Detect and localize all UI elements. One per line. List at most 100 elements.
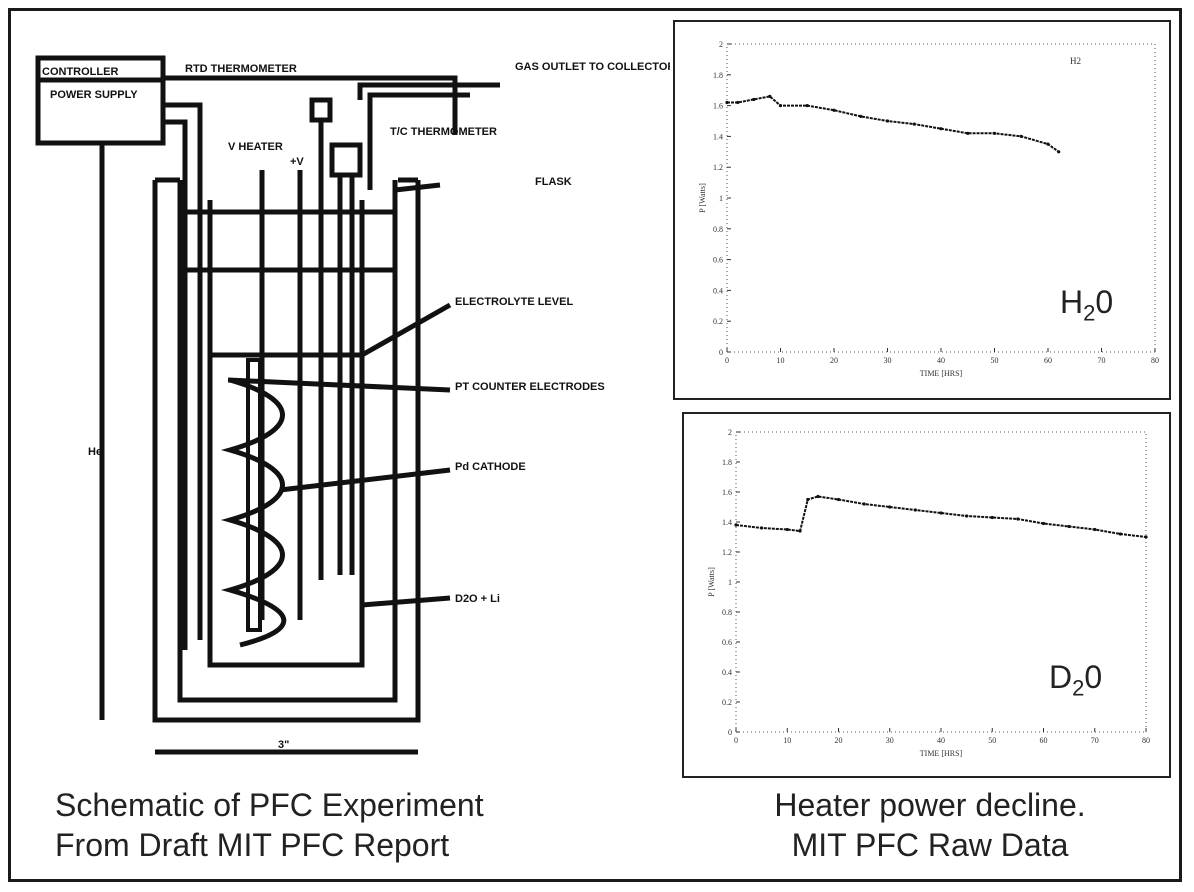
d2o-y-tick-label: 1.2 xyxy=(722,548,732,557)
h2o-data-point xyxy=(966,131,970,135)
h2o-data-point xyxy=(939,127,943,131)
d2o-x-tick-label: 70 xyxy=(1091,736,1099,745)
d2o-data-point xyxy=(888,505,892,509)
h2o-data-point xyxy=(1057,150,1061,154)
d2o-data-point xyxy=(939,511,943,515)
d2o-data-point xyxy=(806,497,810,502)
d2o-x-tick-label: 60 xyxy=(1040,736,1048,745)
h2o-data-point xyxy=(725,100,729,105)
d2o-y-tick-label: 2 xyxy=(728,428,732,437)
h2o-x-tick-label: 20 xyxy=(830,356,838,365)
d2o-y-tick-label: 0.2 xyxy=(722,698,732,707)
h2o-chart: 0 10 20 30 40 50 60 70 80 0 0.2 0.4 0.6 0.8 1 1.2 1.4 1.6… xyxy=(698,40,1159,378)
d2o-y-tick-label: 0.6 xyxy=(722,638,732,647)
d2o-x-tick-label: 10 xyxy=(783,736,791,745)
h2o-data-point xyxy=(1046,142,1050,146)
d2o-y-tick-label: 0 xyxy=(728,728,732,737)
h2o-data-point xyxy=(832,108,836,112)
h2o-label: H20 xyxy=(1060,284,1114,326)
h2o-x-tick-label: 10 xyxy=(777,356,785,365)
d2o-data-point xyxy=(990,515,994,520)
d2o-data-point xyxy=(785,527,789,532)
left-caption: Schematic of PFC Experiment From Draft M… xyxy=(55,785,484,865)
label-power-supply: POWER SUPPLY xyxy=(50,89,138,101)
h2o-x-axis-label: TIME [HRS] xyxy=(920,369,963,378)
d2o-x-tick-label: 20 xyxy=(835,736,843,745)
h2o-data-point xyxy=(859,114,863,118)
label-v-heater: V HEATER xyxy=(228,141,283,153)
pt-coil xyxy=(220,377,287,648)
label-controller: CONTROLLER xyxy=(42,66,118,78)
h2o-data-point xyxy=(885,119,890,123)
h2o-series-line xyxy=(727,95,1060,153)
label-tc: T/C THERMOMETER xyxy=(390,126,497,138)
h2o-data-point xyxy=(912,122,916,126)
h2o-x-tick-label: 70 xyxy=(1098,356,1106,365)
d2o-data-point xyxy=(798,529,802,533)
label-dimension: 3" xyxy=(278,739,289,751)
label-electrolyte: ELECTROLYTE LEVEL xyxy=(455,296,573,308)
right-caption-line2: MIT PFC Raw Data xyxy=(791,827,1069,863)
h2o-y-tick-label: 0.6 xyxy=(713,256,723,265)
h2o-y-tick-label: 0.2 xyxy=(713,317,723,326)
h2o-x-tick-label: 0 xyxy=(725,356,729,365)
h2o-x-tick-label: 40 xyxy=(937,356,945,365)
label-he: He xyxy=(88,446,102,458)
d2o-series-line xyxy=(735,495,1147,538)
label-flask: FLASK xyxy=(535,176,572,188)
h2o-y-axis-label: P [Watts] xyxy=(698,183,707,213)
d2o-data-point xyxy=(1093,527,1097,532)
h2o-data-point xyxy=(736,100,740,105)
d2o-x-tick-label: 30 xyxy=(886,736,894,745)
d2o-data-point xyxy=(1118,532,1122,536)
h2o-y-tick-label: 1.6 xyxy=(713,102,723,111)
h2o-y-tick-label: 0.4 xyxy=(713,286,723,295)
pfc-schematic: CONTROLLER POWER SUPPLY RTD THERMOMETER … xyxy=(35,55,670,755)
d2o-y-tick-label: 1.6 xyxy=(722,488,732,497)
label-d2o-li: D2O + Li xyxy=(455,593,500,605)
d2o-data-point xyxy=(1016,517,1020,521)
h2o-y-tick-label: 1.2 xyxy=(713,163,723,172)
d2o-data-point xyxy=(1041,521,1046,526)
h2o-x-tick-label: 60 xyxy=(1044,356,1052,365)
h2o-x-tick-label: 80 xyxy=(1151,356,1159,365)
d2o-data-point xyxy=(965,514,969,518)
d2o-data-point xyxy=(816,494,820,499)
d2o-x-tick-label: 0 xyxy=(734,736,738,745)
h2o-y-tick-label: 0.8 xyxy=(713,225,723,234)
d2o-data-point xyxy=(760,526,764,530)
d2o-x-axis-label: TIME [HRS] xyxy=(920,749,963,758)
d2o-y-axis-label: P [Watts] xyxy=(707,567,716,597)
label-rtd: RTD THERMOMETER xyxy=(185,63,297,75)
h2o-data-point xyxy=(1019,134,1023,138)
h2o-x-tick-label: 50 xyxy=(991,356,999,365)
d2o-data-point xyxy=(913,508,917,512)
h2o-x-tick-label: 30 xyxy=(884,356,892,365)
d2o-x-tick-label: 80 xyxy=(1142,736,1150,745)
h2o-data-point xyxy=(768,94,772,98)
d2o-data-point xyxy=(836,497,841,502)
d2o-label: D20 xyxy=(1049,659,1103,701)
d2o-data-point xyxy=(1144,535,1148,539)
d2o-data-point xyxy=(862,502,866,506)
right-caption: Heater power decline. MIT PFC Raw Data xyxy=(700,785,1160,865)
label-pd-cathode: Pd CATHODE xyxy=(455,461,526,473)
h2o-y-tick-label: 1 xyxy=(719,194,723,203)
left-caption-line2: From Draft MIT PFC Report xyxy=(55,827,450,863)
label-gas-outlet: GAS OUTLET TO COLLECTOR xyxy=(515,61,670,73)
d2o-data-point xyxy=(1067,524,1071,529)
figure-frame xyxy=(8,8,1182,882)
label-plus-v: +V xyxy=(290,156,304,168)
h2o-y-tick-label: 1.4 xyxy=(713,132,723,141)
d2o-data-point xyxy=(734,523,738,527)
d2o-y-tick-label: 1.8 xyxy=(722,458,732,467)
pd-cathode xyxy=(246,358,262,632)
h2o-chart-panel: 0 10 20 30 40 50 60 70 80 0 0.2 0.4 0.6 0.8 1 1.2 1.4 1.6… xyxy=(673,20,1171,400)
h2o-y-tick-label: 1.8 xyxy=(713,71,723,80)
h2o-y-tick-label: 0 xyxy=(719,348,723,357)
h2o-data-point xyxy=(752,97,756,102)
d2o-x-tick-label: 50 xyxy=(988,736,996,745)
d2o-y-tick-label: 1.4 xyxy=(722,518,732,527)
